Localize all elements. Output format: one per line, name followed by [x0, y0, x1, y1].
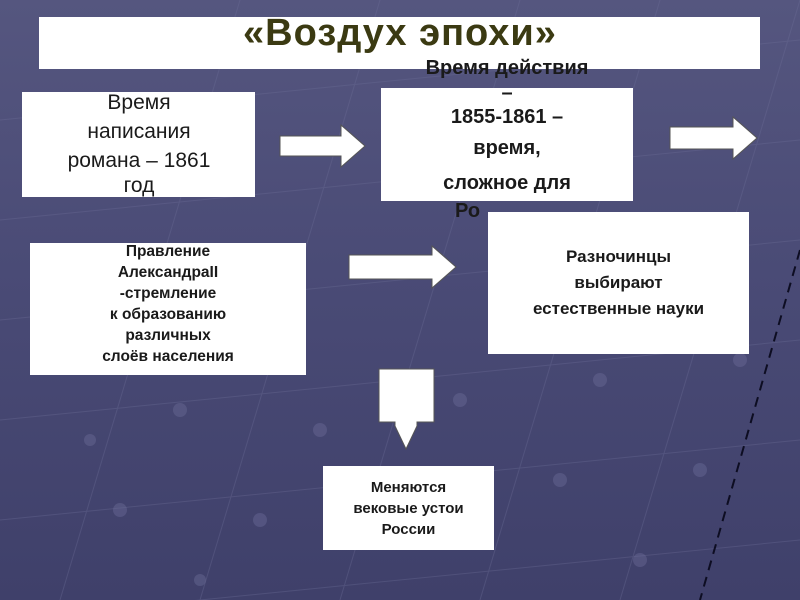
action-time-line: Время действия: [425, 57, 589, 79]
right-arrow-icon: [669, 116, 758, 160]
raznochintsy-line: выбирают: [574, 273, 663, 292]
writing-time-text: Время написания романа – 1861 год: [30, 88, 248, 197]
writing-time-line: написания: [87, 120, 191, 143]
raznochintsy-box: [488, 212, 749, 354]
reign-line: -стремление: [119, 285, 217, 302]
action-time-line: Ро: [455, 200, 481, 222]
action-time-line: –: [501, 82, 513, 104]
reign-line: АлександраII: [117, 264, 219, 281]
reign-text: Правление АлександраII -стремление к обр…: [32, 241, 304, 367]
down-arrow-icon: [378, 368, 435, 450]
reign-line: к образованию: [109, 306, 227, 323]
changes-box: [323, 466, 494, 550]
raznochintsy-line: Разночинцы: [565, 247, 671, 266]
changes-text: Меняются вековые устои России: [325, 477, 492, 540]
reign-line: различных: [125, 327, 211, 344]
changes-line: Меняются: [370, 479, 447, 496]
reign-line: слоёв населения: [102, 348, 234, 365]
action-time-line: время,: [473, 137, 541, 159]
writing-time-line: Время: [107, 91, 171, 114]
raznochintsy-text: Разночинцы выбирают естественные науки: [492, 244, 745, 322]
reign-line: Правление: [125, 243, 211, 260]
action-time-text: Время действия – 1855-1861 – время, слож…: [391, 53, 623, 223]
right-arrow-icon: [279, 124, 366, 168]
changes-line: России: [381, 521, 436, 538]
action-time-line: 1855-1861 –: [450, 106, 564, 128]
writing-time-box: [22, 92, 255, 197]
slide-title: «Воздух эпохи»: [243, 12, 557, 54]
writing-time-line: романа – 1861: [67, 149, 211, 172]
title-bar: [39, 17, 760, 69]
raznochintsy-line: естественные науки: [532, 299, 705, 318]
right-arrow-icon: [348, 245, 457, 289]
action-time-line: сложное для: [443, 172, 571, 194]
changes-line: вековые устои: [353, 500, 464, 517]
reign-box: [30, 243, 306, 375]
writing-time-line: год: [123, 174, 155, 197]
action-time-box: [381, 88, 633, 201]
